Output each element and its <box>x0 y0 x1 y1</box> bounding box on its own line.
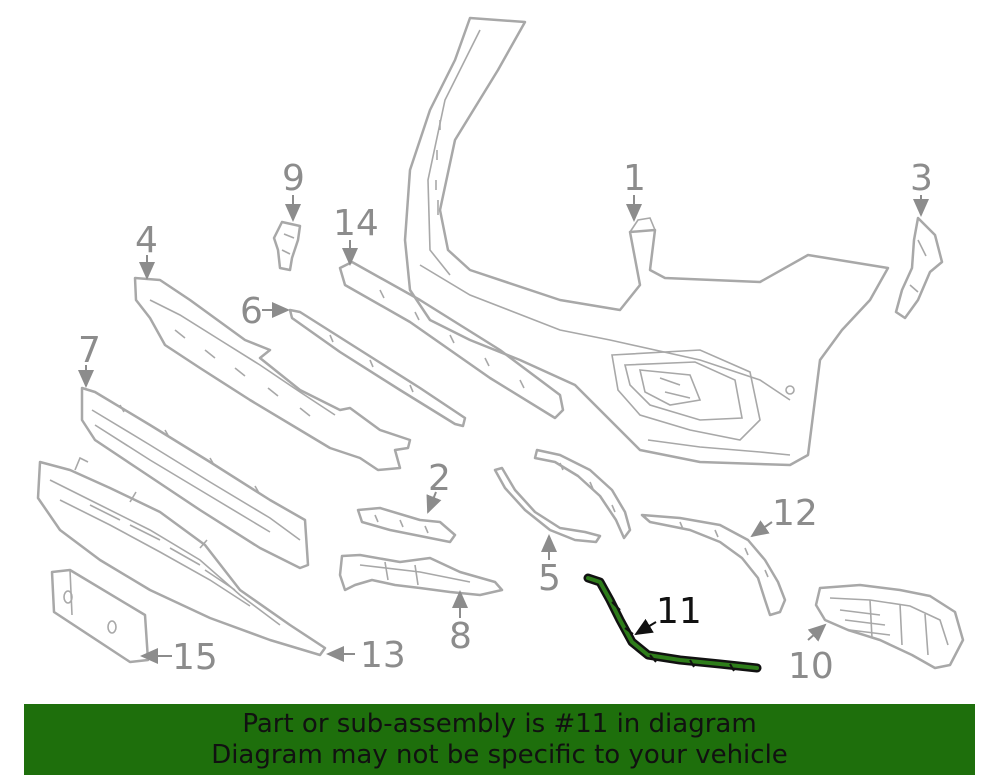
callout-4: 4 <box>135 220 158 261</box>
part-12-curved-trim <box>640 513 787 617</box>
part-13-lower-grille <box>36 456 327 657</box>
part-9-clip <box>272 220 302 272</box>
leader-lines <box>78 195 929 664</box>
part-4-reinforcement <box>133 276 412 472</box>
callout-14: 14 <box>333 203 379 244</box>
part-14-upper-trim <box>338 260 565 420</box>
callout-13: 13 <box>360 635 406 676</box>
info-banner: Part or sub-assembly is #11 in diagram D… <box>24 704 975 775</box>
part-10-fog-grille <box>814 583 965 670</box>
part-7-lower-grille-bar <box>80 386 310 570</box>
callout-7: 7 <box>78 330 101 371</box>
callout-labels: 1 3 9 14 4 6 7 2 12 5 11 8 10 15 13 <box>78 158 933 687</box>
callout-6: 6 <box>240 291 263 332</box>
banner-line-1: Part or sub-assembly is #11 in diagram <box>242 708 757 739</box>
part-1-bumper-cover <box>403 16 890 467</box>
parts-diagram: 1 3 9 14 4 6 7 2 12 5 11 8 10 15 13 <box>36 16 965 687</box>
callout-3: 3 <box>910 158 933 199</box>
part-8-bracket <box>338 553 504 597</box>
part-11-highlighted-trim <box>583 573 762 673</box>
banner-line-2: Diagram may not be specific to your vehi… <box>211 739 788 770</box>
part-2-small-trim <box>356 506 457 544</box>
callout-10: 10 <box>788 646 834 687</box>
part-6-thin-trim <box>288 308 467 428</box>
callout-11: 11 <box>656 591 702 632</box>
callout-9: 9 <box>282 158 305 199</box>
part-15-plate <box>50 568 150 664</box>
part-3-side-bracket <box>894 216 944 320</box>
callout-2: 2 <box>428 458 451 499</box>
callout-8: 8 <box>449 616 472 657</box>
callout-12: 12 <box>772 493 818 534</box>
callout-5: 5 <box>538 558 561 599</box>
part-5-arc-trim <box>493 448 632 544</box>
callout-1: 1 <box>623 158 646 199</box>
callout-15: 15 <box>172 637 218 678</box>
